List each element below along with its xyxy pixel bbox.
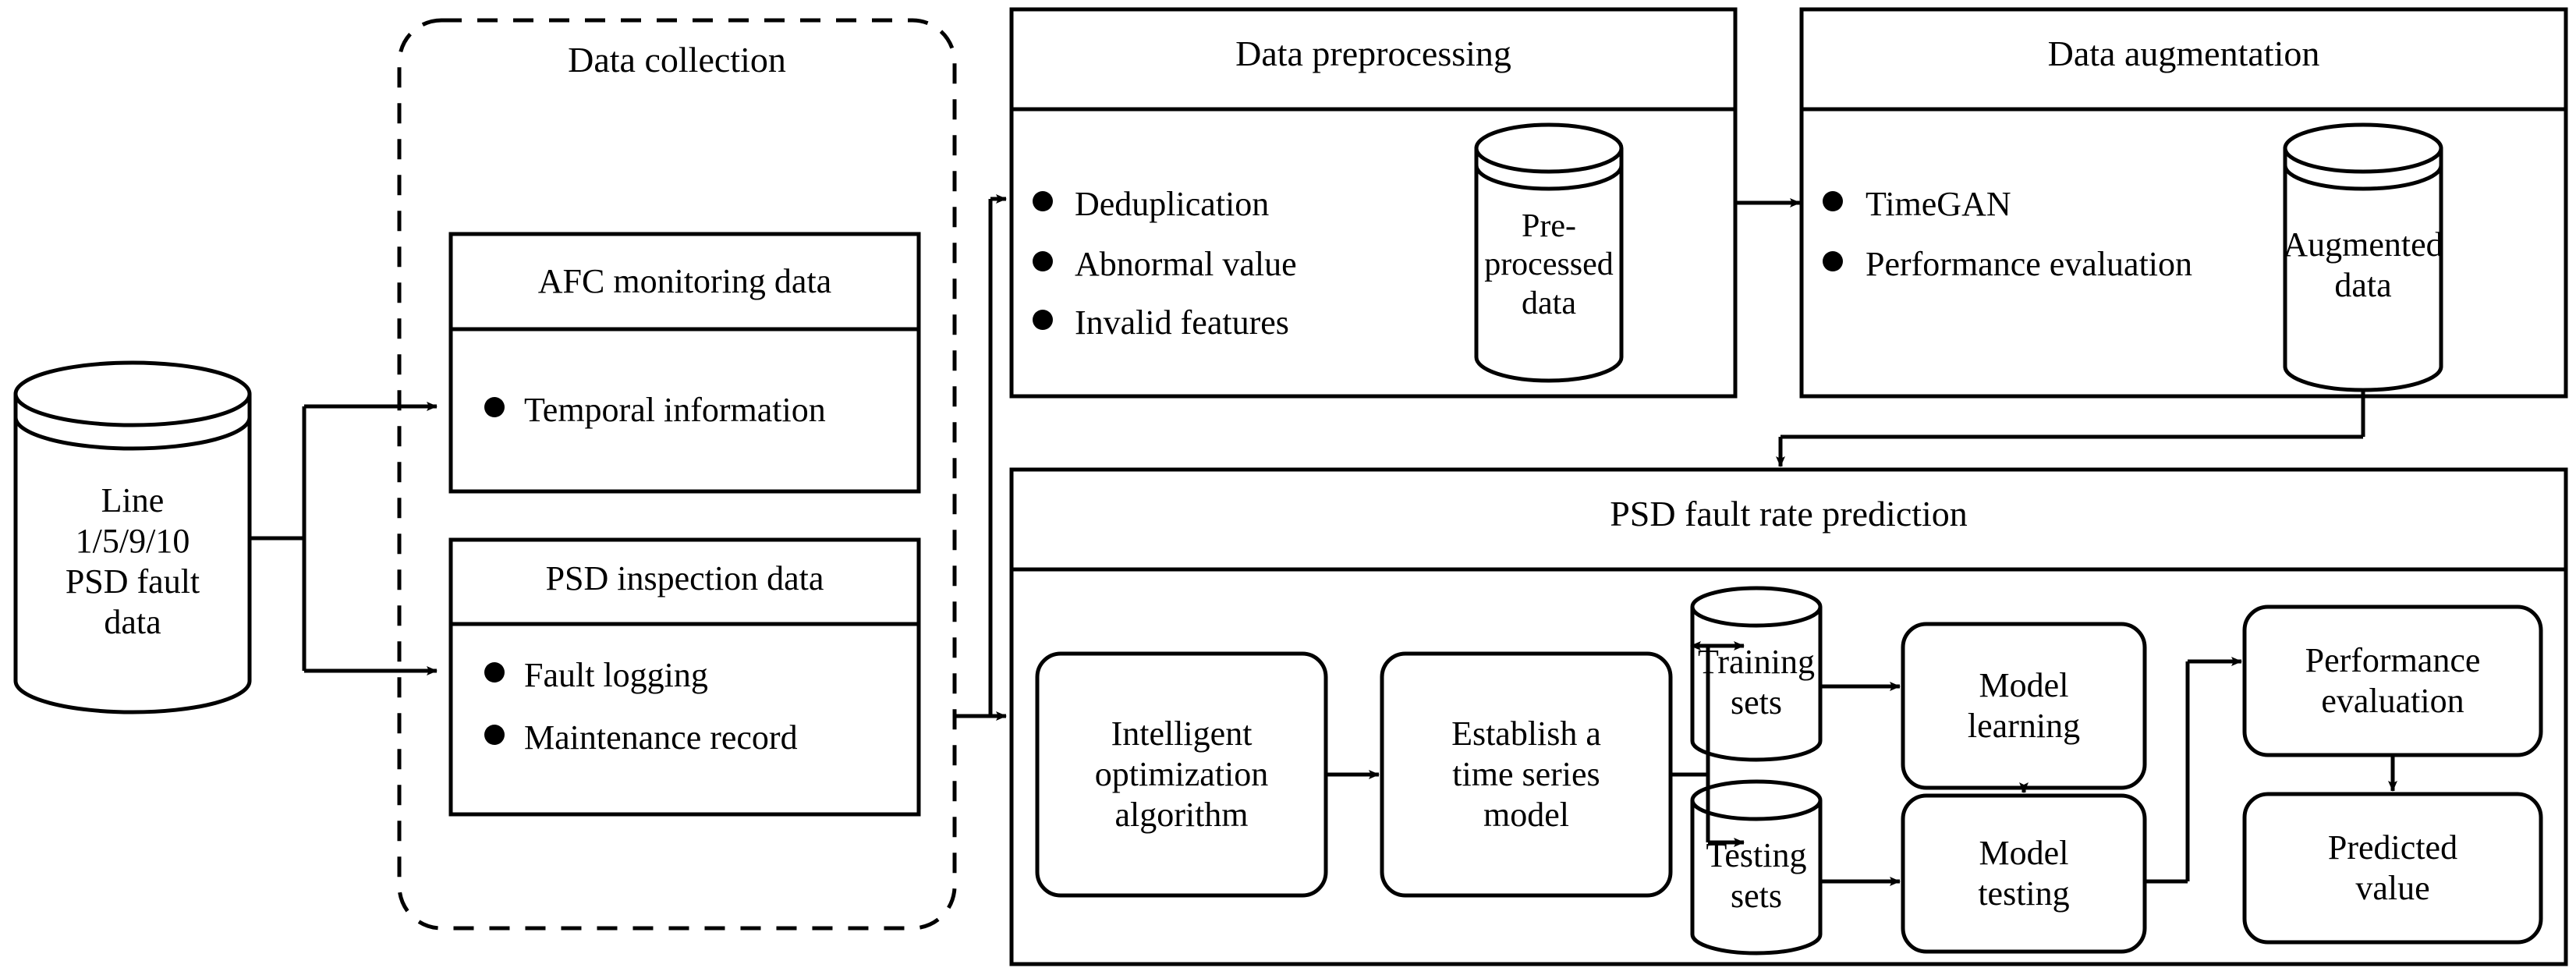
intelligent-optimization-label: Intelligent optimization algorithm [1094, 714, 1269, 834]
collection-to-preprocessing-connector [955, 194, 1007, 721]
psd-bullet-maintenance-record: Maintenance record [524, 718, 798, 757]
prep-bullet-abnormal-value: Abnormal value [1075, 245, 1297, 283]
afc-bullet-temporal-information: Temporal information [524, 391, 826, 429]
source-database-label: Line 1/5/9/10 PSD fault data [65, 481, 200, 641]
source-to-collection-connector [250, 402, 438, 675]
data-augmentation-box [1799, 7, 2568, 399]
data-preprocessing-title: Data preprocessing [1235, 34, 1511, 73]
data-collection-title: Data collection [568, 40, 786, 80]
bullet-dots [484, 191, 1843, 745]
performance-evaluation-label: Performance evaluation [2305, 641, 2481, 720]
aug-bullet-timegan: TimeGAN [1866, 185, 2011, 223]
prep-bullet-deduplication: Deduplication [1075, 185, 1270, 223]
model-to-sets-connector [1671, 641, 1710, 842]
training-sets-label: Training sets [1698, 643, 1815, 722]
psd-bullet-fault-logging: Fault logging [524, 656, 708, 694]
data-preprocessing-box [1009, 7, 1738, 399]
augmented-data-cylinder-label: Augmented data [2283, 225, 2443, 304]
data-augmentation-title: Data augmentation [2047, 34, 2320, 73]
testing-sets-label: Testing sets [1706, 836, 1807, 915]
line-psd-fault-data-cylinder [13, 360, 252, 714]
preprocessed-data-cylinder-label: Pre- processed data [1484, 207, 1614, 321]
model-testing-node [1901, 793, 2147, 954]
psd-inspection-data-box [448, 537, 921, 817]
aug-bullet-performance-evaluation: Performance evaluation [1866, 245, 2193, 283]
time-series-model-label: Establish a time series model [1451, 714, 1601, 834]
afc-monitoring-data-header: AFC monitoring data [537, 262, 832, 300]
predicted-value-node [2242, 792, 2543, 945]
prep-bullet-invalid-features: Invalid features [1075, 303, 1289, 342]
predicted-value-label: Predicted value [2327, 828, 2458, 907]
afc-monitoring-data-box [448, 232, 921, 494]
testing-to-evaluation-arrow [2145, 657, 2242, 884]
prediction-title: PSD fault rate prediction [1610, 494, 1968, 534]
psd-inspection-data-header: PSD inspection data [545, 559, 824, 597]
testing-sets-cylinder [1690, 779, 1823, 956]
model-learning-label: Model learning [1967, 666, 2081, 745]
augmentation-to-prediction-arrow [1776, 390, 2365, 467]
model-testing-label: Model testing [1978, 834, 2070, 913]
